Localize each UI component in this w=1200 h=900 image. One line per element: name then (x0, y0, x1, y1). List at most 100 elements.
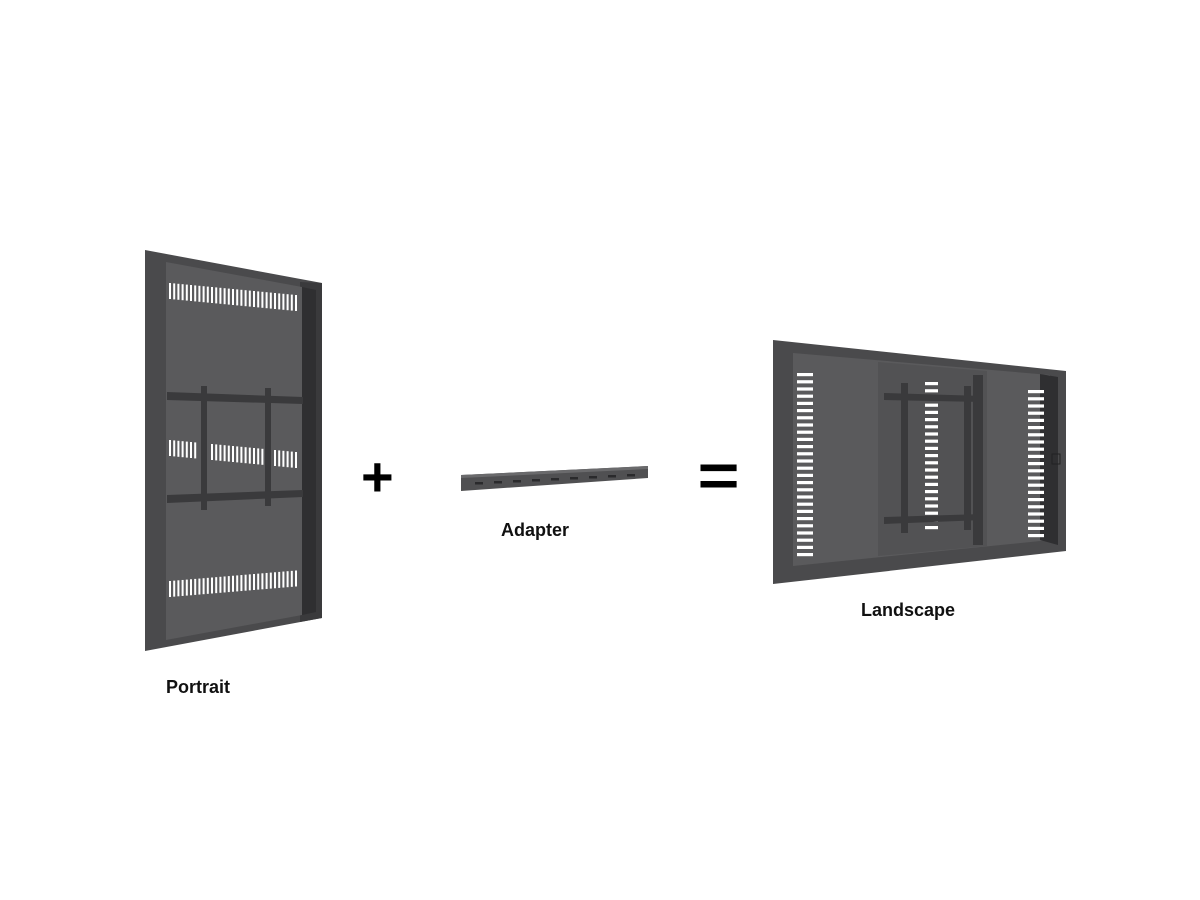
vent-slot (261, 448, 264, 465)
vent-slot (925, 418, 938, 422)
vent-slot (290, 294, 293, 311)
vent-slot (290, 570, 293, 587)
landscape-label: Landscape (861, 600, 956, 620)
vent-slot (269, 572, 272, 589)
vent-slot (925, 403, 938, 407)
vent-slot (253, 291, 255, 307)
vent-slot (261, 291, 264, 308)
vent-slot (169, 581, 171, 597)
vent-slot (925, 482, 938, 486)
vent-slot (1028, 418, 1044, 422)
landscape-inner-rim (1040, 374, 1058, 545)
vent-slot (185, 284, 188, 301)
vent-slot (797, 545, 813, 549)
vent-slot (211, 577, 213, 594)
vent-slot (223, 576, 226, 593)
vent-slot (797, 394, 813, 398)
vent-slot (257, 573, 260, 590)
vent-slot (248, 447, 251, 464)
portrait-inner-rim (302, 287, 316, 615)
vent-slot (797, 553, 813, 557)
vent-slot (257, 291, 260, 308)
vent-slot (797, 531, 813, 535)
vent-slot (295, 570, 297, 587)
vent-slot (797, 373, 813, 377)
vent-slot (257, 448, 260, 465)
vent-slot (190, 579, 192, 596)
vent-slot (1028, 498, 1044, 502)
vent-slot (925, 382, 938, 386)
vent-slot (1028, 411, 1044, 415)
portrait-enclosure (145, 250, 322, 651)
vent-slot (925, 490, 938, 494)
vent-slot (181, 579, 184, 596)
vent-slot (925, 389, 938, 393)
vent-slot (219, 576, 222, 593)
landscape-mount-bracket (884, 375, 983, 545)
vent-slot (190, 442, 192, 458)
vent-slot (190, 285, 192, 301)
adapter-slot (551, 478, 559, 481)
vent-slot (1028, 440, 1044, 444)
vent-slot (194, 285, 197, 302)
adapter-slot (627, 474, 635, 477)
vent-slot (1028, 469, 1044, 473)
vent-slot (215, 577, 218, 594)
vent-slot (194, 442, 197, 459)
vent-slot (274, 572, 276, 589)
vent-slot (240, 575, 243, 592)
vent-slot (202, 286, 205, 303)
vent-slot (1028, 476, 1044, 480)
vent-slot (925, 454, 938, 458)
vent-slot (1028, 454, 1044, 458)
vent-slot (274, 450, 276, 466)
adapter-slot (608, 475, 616, 478)
vent-slot (797, 409, 813, 413)
vent-slot (227, 445, 230, 462)
vent-slot (797, 387, 813, 391)
vent-slot (194, 578, 197, 595)
vent-slot (925, 439, 938, 443)
adapter-slot (589, 476, 597, 479)
vent-slot (1028, 512, 1044, 516)
vent-slot (797, 517, 813, 521)
vent-slot (248, 290, 251, 307)
adapter-slot (494, 481, 502, 484)
vent-slot (925, 468, 938, 472)
vent-slot (173, 580, 176, 597)
vent-slot (925, 410, 938, 414)
vent-slot (265, 572, 268, 589)
plus-symbol: + (361, 445, 394, 508)
vent-slot (181, 441, 184, 458)
vent-slot (797, 524, 813, 528)
vent-slot (1028, 505, 1044, 509)
vent-slot (797, 459, 813, 463)
vent-slot (797, 437, 813, 441)
vent-slot (925, 475, 938, 479)
vent-slot (232, 446, 234, 462)
vent-slot (215, 287, 218, 304)
vent-slot (797, 416, 813, 420)
vent-slot (223, 288, 226, 305)
vent-slot (286, 294, 289, 311)
vent-slot (211, 287, 213, 303)
vent-slot (797, 452, 813, 456)
vent-slot (797, 423, 813, 427)
vent-slot (1028, 534, 1044, 538)
adapter-slot (570, 477, 578, 480)
vent-slot (185, 441, 188, 458)
vent-slot (797, 473, 813, 477)
vent-slot (797, 538, 813, 542)
vent-slot (286, 451, 289, 468)
vent-slot (925, 432, 938, 436)
vent-slot (173, 283, 176, 300)
vent-slot (797, 488, 813, 492)
vent-slot (278, 571, 281, 588)
vent-slot (177, 440, 180, 457)
vent-slot (244, 290, 247, 307)
vent-slot (1028, 447, 1044, 451)
vent-slot (797, 445, 813, 449)
vent-slot (177, 580, 180, 597)
